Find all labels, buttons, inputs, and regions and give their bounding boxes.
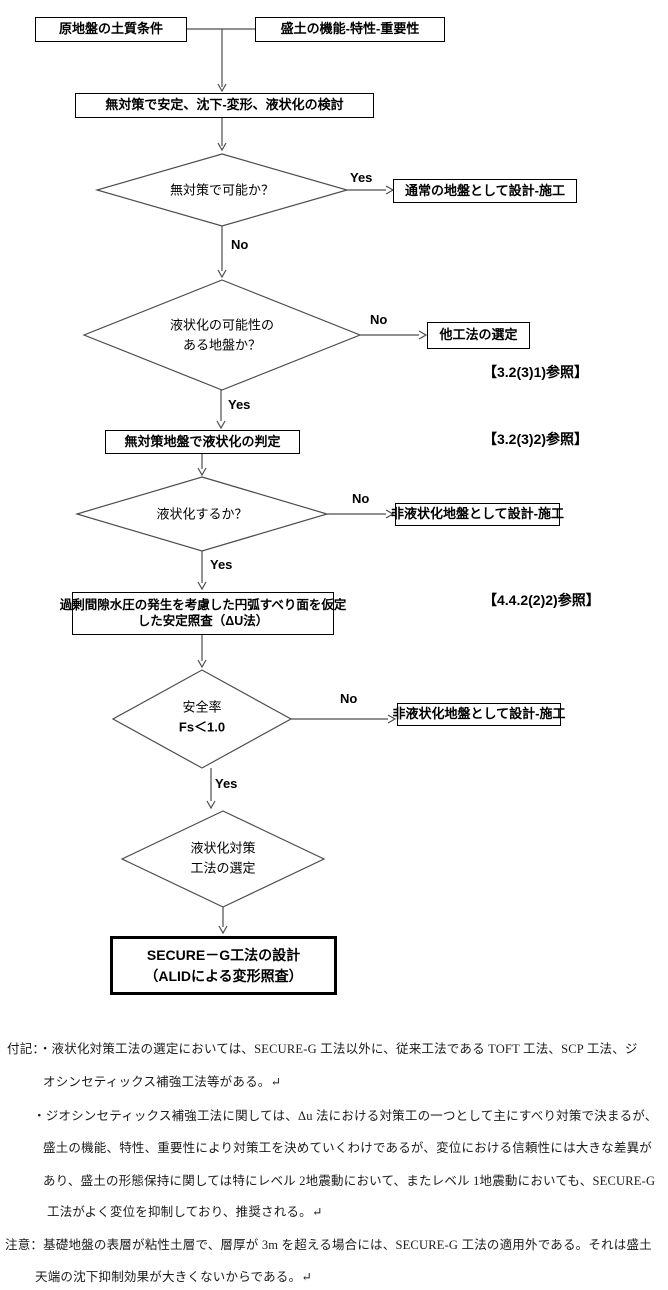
decision-diamond-method-selection xyxy=(120,810,326,908)
stability-check-line2: した安定照査（ΔU法） xyxy=(137,613,269,628)
label-yes-2: Yes xyxy=(228,397,251,412)
arrowhead-icon xyxy=(218,925,228,935)
label-no-3: No xyxy=(352,491,370,506)
note-appendix-line5: あり、盛土の形態保持に関しては特にレベル 2地震動において、またレベル 1地震動… xyxy=(43,1174,656,1188)
arrowhead-icon xyxy=(385,185,395,195)
box-embankment-function: 盛土の機能-特性-重要性 xyxy=(255,17,445,42)
decision4-line2: Fs＜1.0 xyxy=(178,719,226,734)
arrowhead-icon xyxy=(206,800,216,810)
arrowhead-icon xyxy=(197,659,207,669)
stability-check-line1: 過剰間隙水圧の発生を考慮した円弧すべり面を仮定 xyxy=(59,597,347,612)
box-other-method-selection: 他工法の選定 xyxy=(427,322,530,349)
note-appendix-line1: 付記：・液状化対策工法の選定においては、SECURE-G 工法以外に、従来工法で… xyxy=(7,1042,638,1056)
decision-diamond-safety-factor xyxy=(111,669,293,769)
arrowhead-icon xyxy=(418,330,428,340)
decision2-line2: ある地盤か？ xyxy=(182,337,262,352)
arrowhead-icon xyxy=(387,714,397,724)
label-yes-3: Yes xyxy=(210,557,233,572)
label-no-2: No xyxy=(370,312,388,327)
note-appendix-line2: オシンセティックス補強工法等がある。↵ xyxy=(43,1075,282,1089)
label-no-4: No xyxy=(340,691,358,706)
arrowhead-icon xyxy=(217,269,227,279)
note-appendix-line4: 盛土の機能、特性、重要性により対策工を決めていくわけであるが、変位における信頼性… xyxy=(43,1141,652,1155)
box-non-liquefaction-design-2: 非液状化地盤として設計-施工 xyxy=(393,703,565,726)
reference-3-2-3-1: 【3.2(3)1)参照】 xyxy=(483,364,589,380)
reference-4-4-2-2-2: 【4.4.2(2)2)参照】 xyxy=(483,592,600,608)
decision-text-safety-factor: 安全率 Fs＜1.0 xyxy=(179,698,225,737)
label-yes-1: Yes xyxy=(350,170,373,185)
decision-diamond-liquefiable-ground xyxy=(82,279,362,391)
box-liquefaction-judgement: 無対策地盤で液状化の判定 xyxy=(105,430,300,454)
arrowhead-icon xyxy=(216,420,226,430)
note-caution-line1: 注意：基礎地盤の表層が粘性土層で、層厚が 3m を超える場合には、SECURE-… xyxy=(5,1238,652,1252)
arrowhead-icon xyxy=(197,467,207,477)
decision-text-liquefiable-ground: 液状化の可能性の ある地盤か？ xyxy=(170,316,274,355)
decision2-line1: 液状化の可能性の xyxy=(169,317,275,333)
arrowhead-icon xyxy=(217,142,227,152)
box-non-liquefaction-design-1: 非液状化地盤として設計-施工 xyxy=(391,503,564,526)
box-normal-ground-design: 通常の地盤として設計-施工 xyxy=(393,179,577,203)
secure-g-design-line1: SECURE－G工法の設計 xyxy=(146,947,301,964)
decision-text-will-liquefy: 液状化するか？ xyxy=(156,506,248,522)
note-appendix-line6: 工法がよく変位を抑制しており、推奨される。↵ xyxy=(47,1205,323,1219)
arrowhead-icon xyxy=(217,83,227,93)
reference-3-2-3-2: 【3.2(3)2)参照】 xyxy=(483,431,589,447)
decision-diamond-no-measure xyxy=(94,153,350,227)
note-appendix-line3: ・ジオシンセティックス補強工法に関しては、Δu 法における対策工の一つとして主に… xyxy=(33,1109,658,1123)
decision5-line1: 液状化対策 xyxy=(190,840,256,856)
arrowhead-icon xyxy=(385,509,395,519)
label-no-1: No xyxy=(231,237,249,252)
label-yes-4: Yes xyxy=(215,776,238,791)
decision4-line1: 安全率 xyxy=(182,699,222,715)
arrowhead-icon xyxy=(197,581,207,591)
decision-diamond-will-liquefy xyxy=(74,476,330,552)
box-site-soil-conditions: 原地盤の土質条件 xyxy=(35,17,187,42)
decision-text-no-measure: 無対策で可能か？ xyxy=(169,182,275,198)
decision5-line2: 工法の選定 xyxy=(190,860,256,875)
box-secure-g-design: SECURE－G工法の設計 （ALIDによる変形照査） xyxy=(110,936,337,995)
decision-text-method-selection: 液状化対策 工法の選定 xyxy=(190,839,255,878)
note-caution-line2: 天端の沈下抑制効果が大きくないからである。↵ xyxy=(35,1270,312,1284)
box-initial-check: 無対策で安定、沈下-変形、液状化の検討 xyxy=(75,93,374,118)
secure-g-design-line2: （ALIDによる変形照査） xyxy=(144,967,303,984)
box-stability-check-delta-u: 過剰間隙水圧の発生を考慮した円弧すべり面を仮定 した安定照査（ΔU法） xyxy=(60,592,346,635)
